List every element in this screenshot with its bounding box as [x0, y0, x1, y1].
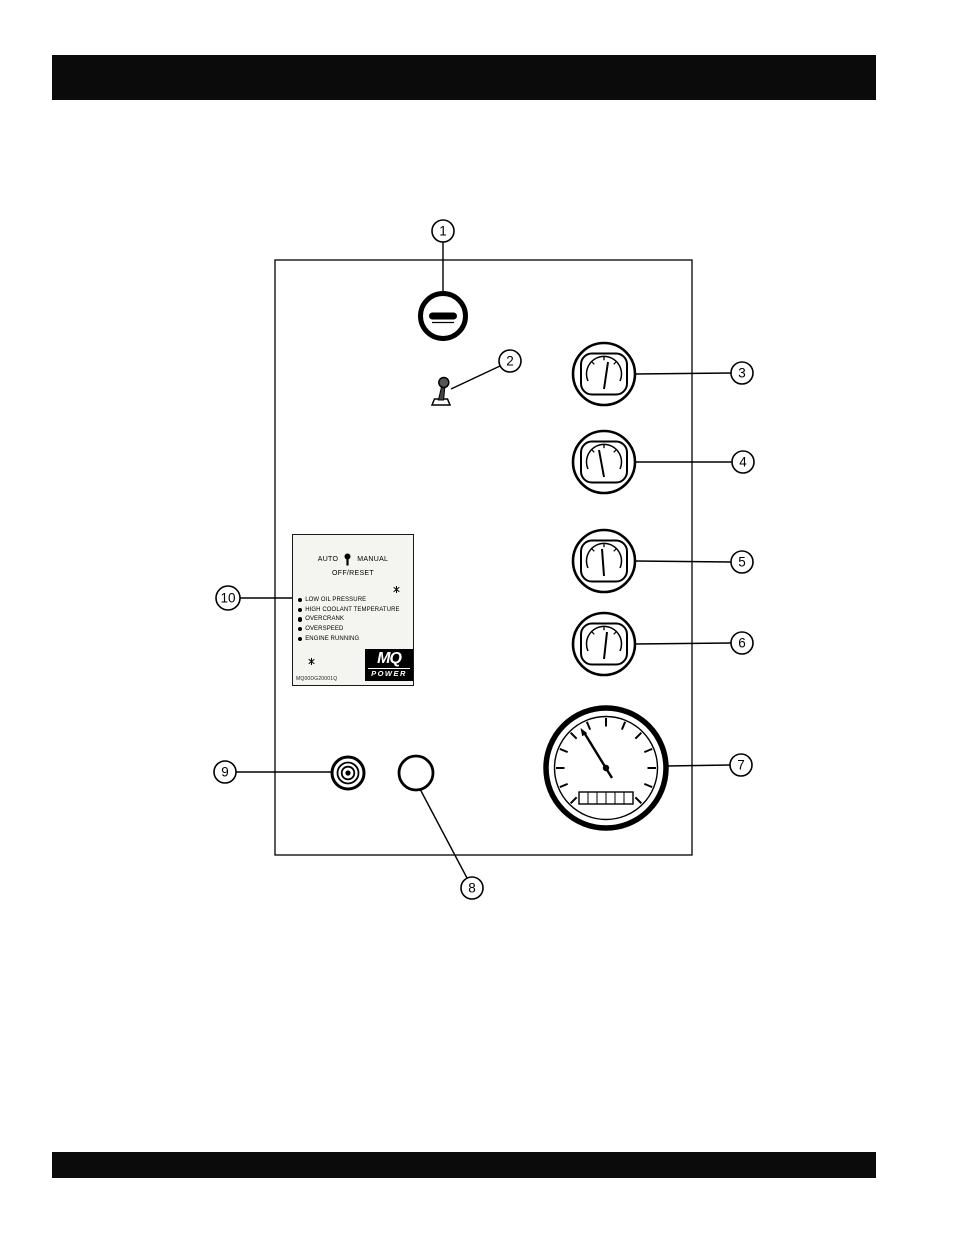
- keyhole-slot: [429, 312, 457, 320]
- indicator-item: ENGINE RUNNING: [298, 634, 400, 644]
- mq-power-logo: MQ POWER: [365, 649, 413, 681]
- indicator-bullet: [298, 627, 303, 632]
- small-gauge-6: [571, 611, 637, 677]
- hour-meter-gauge: [543, 705, 669, 831]
- small-gauge-5: [571, 528, 637, 594]
- callout-8: 8: [460, 876, 484, 900]
- callout-7-number: 7: [737, 758, 745, 773]
- callout-4-number: 4: [739, 455, 747, 470]
- callout-2: 2: [498, 349, 522, 373]
- gauge-needle: [603, 361, 609, 390]
- toggle-handle: [438, 376, 450, 389]
- callout-3-number: 3: [738, 366, 746, 381]
- callouts: 1 2 3 4 5 6 7: [213, 219, 755, 900]
- indicator-label: OVERCRANK: [305, 616, 345, 623]
- callout-5: 5: [730, 550, 754, 574]
- callout-3: 3: [730, 361, 754, 385]
- callout-9: 9: [213, 760, 237, 784]
- leader-line-2: [450, 365, 501, 390]
- off-reset-label: OFF/RESET: [332, 570, 374, 577]
- indicator-item: OVERSPEED: [298, 624, 400, 634]
- callout-6: 6: [730, 631, 754, 655]
- callout-1: 1: [431, 219, 455, 243]
- key-icon: [344, 553, 351, 566]
- gauge-needle: [603, 631, 608, 660]
- indicator-bullet: [298, 597, 303, 602]
- indicator-bullet: [298, 636, 303, 642]
- leader-line-6: [634, 642, 732, 645]
- control-panel-outline: [274, 259, 693, 856]
- callout-1-number: 1: [439, 224, 447, 239]
- indicator-item: HIGH COOLANT TEMPERATURE: [298, 605, 400, 615]
- callout-5-number: 5: [738, 555, 746, 570]
- indicator-item: LOW OIL PRESSURE: [298, 595, 400, 605]
- indicator-bullet: [298, 607, 303, 612]
- callout-9-number: 9: [221, 765, 229, 780]
- callout-7: 7: [729, 753, 753, 777]
- push-button: [397, 754, 435, 792]
- alarm-button: [330, 755, 366, 791]
- indicator-label: HIGH COOLANT TEMPERATURE: [305, 606, 400, 613]
- mode-selector-labels: AUTO MANUAL: [293, 553, 413, 566]
- callout-4: 4: [731, 450, 755, 474]
- power-logo-text: POWER: [368, 668, 410, 678]
- mode-label-manual: MANUAL: [357, 556, 389, 563]
- sparkle-symbol: [308, 658, 315, 665]
- toggle-switch: [430, 376, 452, 406]
- plate-part-number: MQ00DG20001Q: [296, 676, 338, 682]
- callout-6-number: 6: [738, 636, 746, 651]
- callout-2-number: 2: [506, 354, 514, 369]
- key-switch: [418, 291, 468, 341]
- mode-label-auto: AUTO: [317, 556, 339, 563]
- indicator-item: OVERCRANK: [298, 615, 400, 625]
- gauge-needle: [598, 449, 605, 478]
- gauge-ticks: [556, 718, 656, 805]
- indicator-bullet: [298, 617, 303, 622]
- small-gauge-3: [571, 341, 637, 407]
- leader-line-8: [419, 788, 468, 879]
- sparkle-symbol: [393, 586, 400, 593]
- mq-logo-text: MQ: [377, 650, 402, 667]
- small-gauge-4: [571, 429, 637, 495]
- indicator-label: ENGINE RUNNING: [305, 636, 360, 643]
- gauge-needle: [601, 548, 605, 577]
- control-plate-label: AUTO MANUAL OFF/RESET LOW OIL PRESSURE H: [292, 534, 414, 686]
- leader-line-7: [665, 764, 731, 767]
- indicator-list: LOW OIL PRESSURE HIGH COOLANT TEMPERATUR…: [298, 595, 400, 644]
- callout-10: 10: [215, 585, 241, 611]
- page-footer-bar: [52, 1152, 876, 1178]
- callout-8-number: 8: [468, 881, 476, 896]
- leader-lines: [236, 242, 732, 879]
- leader-line-3: [634, 372, 732, 375]
- indicator-label: OVERSPEED: [305, 626, 344, 633]
- leader-line-5: [634, 560, 732, 563]
- callout-10-number: 10: [220, 591, 235, 606]
- page-header-bar: [52, 55, 876, 100]
- indicator-label: LOW OIL PRESSURE: [305, 596, 367, 603]
